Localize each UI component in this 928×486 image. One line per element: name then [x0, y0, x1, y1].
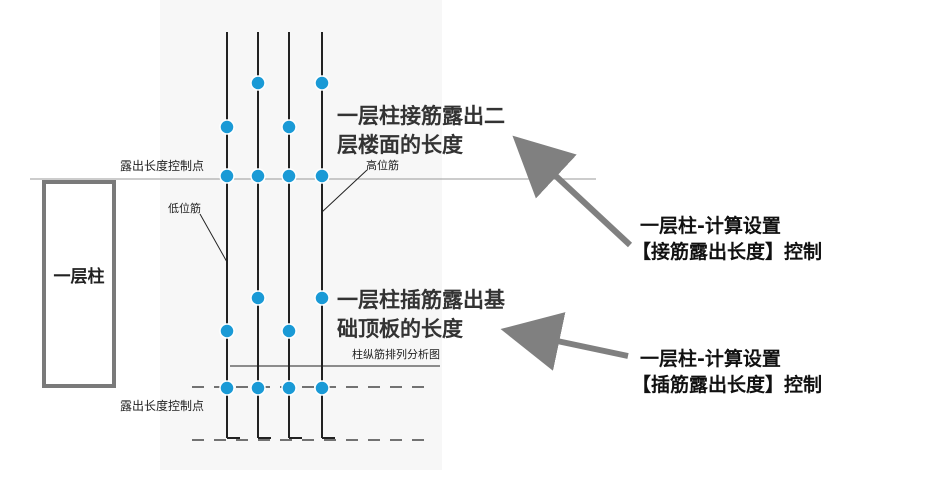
title-upper-line1: 一层柱接筋露出二 [337, 104, 505, 128]
node [250, 290, 266, 306]
node [281, 323, 297, 339]
high-rebar-label: 高位筋 [366, 159, 399, 172]
node [250, 168, 266, 184]
title-lower-line2: 础顶板的长度 [337, 317, 463, 341]
control-point-label-lower: 露出长度控制点 [120, 399, 205, 413]
note-lower: 一层柱-计算设置 【插筋露出长度】控制 [632, 346, 822, 398]
node [314, 380, 330, 396]
node [281, 168, 297, 184]
node [314, 75, 330, 91]
note-upper-line2: 【接筋露出长度】控制 [632, 241, 823, 263]
note-lower-line1: 一层柱-计算设置 [640, 348, 781, 370]
arrow-lower [500, 312, 629, 371]
node [314, 168, 330, 184]
node [219, 168, 235, 184]
high-rebar-leader [321, 169, 368, 213]
diagram-panel-background [160, 0, 442, 470]
rebar-nodes [219, 75, 330, 396]
node [250, 75, 266, 91]
note-upper: 一层柱-计算设置 【接筋露出长度】控制 [632, 213, 822, 265]
title-lower: 一层柱插筋露出基 础顶板的长度 [337, 286, 505, 344]
node [281, 380, 297, 396]
note-lower-line2: 【插筋露出长度】控制 [632, 374, 823, 396]
title-upper-line2: 层楼面的长度 [337, 133, 463, 157]
title-upper: 一层柱接筋露出二 层楼面的长度 [337, 102, 505, 160]
control-point-label-upper: 露出长度控制点 [120, 159, 205, 173]
title-lower-line1: 一层柱插筋露出基 [337, 288, 505, 312]
node [281, 119, 297, 135]
rebar-analysis-caption: 柱纵筋排列分析图 [352, 348, 440, 361]
node [219, 323, 235, 339]
low-rebar-label: 低位筋 [168, 202, 201, 215]
column-box-label: 一层柱 [53, 267, 105, 287]
node [314, 290, 330, 306]
arrow-upper [512, 135, 633, 248]
first-floor-column-box: 一层柱 [42, 180, 116, 388]
node [250, 380, 266, 396]
node [219, 119, 235, 135]
low-rebar-leader [199, 213, 228, 263]
node [219, 380, 235, 396]
note-upper-line1: 一层柱-计算设置 [640, 215, 781, 237]
